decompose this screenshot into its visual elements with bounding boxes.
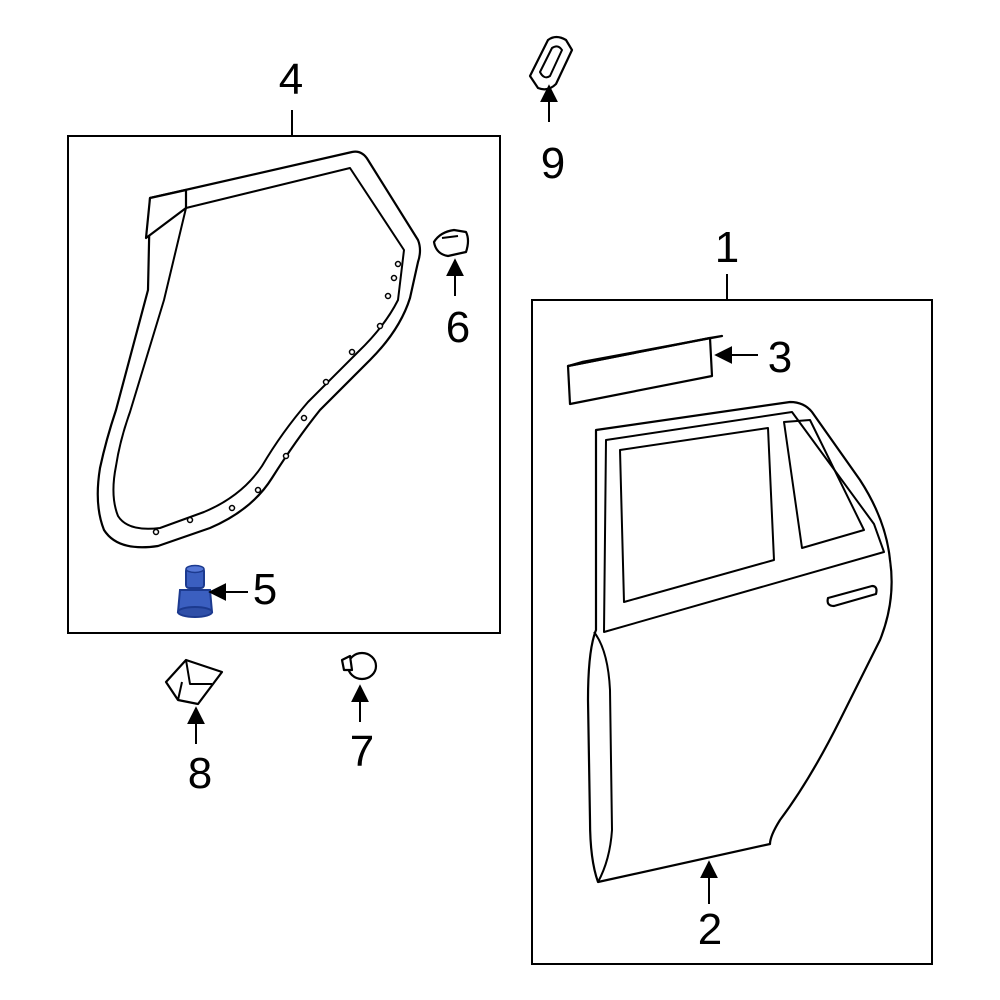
- grommet-part-9[interactable]: [528, 35, 574, 122]
- weatherstrip-group-box: [67, 110, 501, 634]
- callout-1[interactable]: 1: [714, 223, 740, 272]
- callout-2[interactable]: 2: [697, 905, 723, 954]
- callout-6[interactable]: 6: [445, 303, 471, 352]
- door-weatherstrip-part[interactable]: [96, 150, 422, 549]
- callout-4[interactable]: 4: [278, 55, 304, 104]
- plug-part-5[interactable]: [176, 564, 248, 618]
- door-shell-part-2[interactable]: [586, 400, 893, 904]
- clip-part-6[interactable]: [432, 228, 470, 296]
- bracket-part-8[interactable]: [164, 658, 224, 744]
- callout-8[interactable]: 8: [187, 749, 213, 798]
- callout-5[interactable]: 5: [252, 565, 278, 614]
- callout-3[interactable]: 3: [767, 333, 793, 382]
- molding-part-3[interactable]: [566, 334, 758, 406]
- callout-9[interactable]: 9: [540, 139, 566, 188]
- fastener-part-7[interactable]: [340, 651, 378, 722]
- callout-7[interactable]: 7: [349, 727, 375, 776]
- door-assembly-box: [531, 274, 933, 965]
